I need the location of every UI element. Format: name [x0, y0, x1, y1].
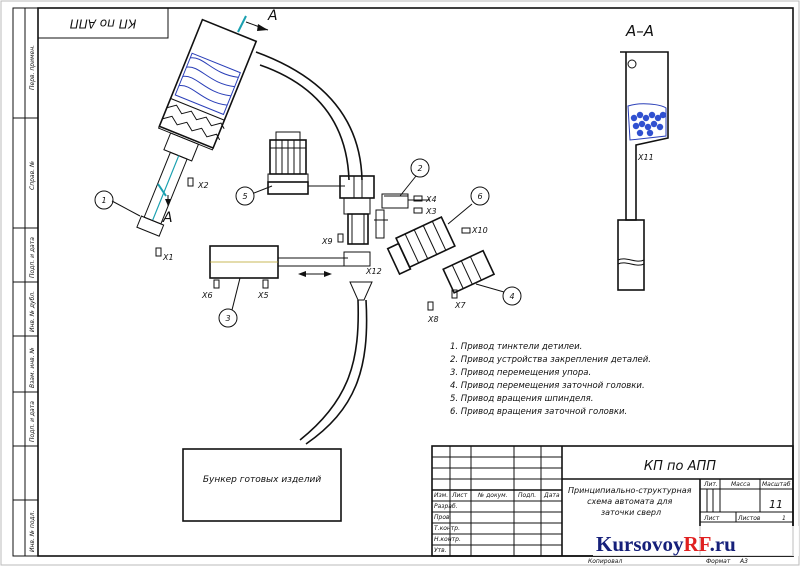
output-chute-a: [299, 299, 360, 441]
output-chute-b: [305, 299, 368, 445]
sensor-x4: X4: [425, 195, 437, 204]
tb-sheet-label: Лист: [703, 515, 720, 522]
legend-line-1: 1. Привод тинктели детилеи.: [450, 342, 582, 352]
legend-line-3: 3. Привод перемещения упора.: [450, 368, 591, 378]
tb-prov: Пров.: [434, 514, 452, 521]
legend-line-6: 6. Привод вращения заточной головки.: [450, 407, 627, 417]
motor-4: [442, 249, 496, 294]
feed-chute-outer: [255, 51, 363, 181]
sensor-x3: X3: [425, 207, 437, 216]
strip-label-1: Справ. №: [29, 161, 36, 190]
callout-3: [218, 308, 238, 328]
watermark-text: KursovoyRF.ru: [596, 532, 736, 556]
sensor-x2: X2: [197, 181, 209, 190]
sensor-x8: X8: [427, 315, 439, 324]
tb-list: Лист: [451, 492, 468, 499]
strip-label-5: Подп. и дата: [29, 401, 36, 442]
sensor-x6: X6: [201, 291, 213, 300]
motor-6: [386, 215, 456, 276]
callout-5: [235, 186, 255, 206]
tb-col-mass: Масса: [731, 481, 750, 488]
sensor-x1: X1: [162, 253, 174, 262]
callout-1: [94, 190, 114, 210]
callout-1-label: 1: [101, 196, 106, 205]
callout-2-label: 2: [417, 164, 422, 173]
output-funnel: [349, 281, 373, 301]
spindle-assembly: [339, 175, 388, 245]
legend: 1. Привод тинктели детилеи. 2. Привод ус…: [450, 342, 651, 417]
drive-2-body: [381, 193, 409, 209]
sensor-x10: X10: [471, 226, 488, 235]
legend-line-4: 4. Привод перемещения заточной головки.: [450, 381, 645, 391]
section-a-a-title: А–А: [625, 22, 654, 40]
strip-label-6: Инв. № подл.: [29, 511, 36, 552]
sensor-x7: X7: [454, 301, 466, 310]
tb-scale-value: 11: [769, 498, 783, 511]
strip-label-2: Подп. и дата: [29, 237, 36, 278]
tb-nkontr: Н.контр.: [434, 536, 461, 543]
top-title-box: КП по АПП: [37, 7, 169, 39]
tb-tkontr: Т.контр.: [434, 525, 460, 532]
tb-doc-title: Принципиально-структурная схема автомата…: [568, 486, 694, 517]
tb-utv: Утв.: [434, 547, 447, 554]
strip-label-0: Перв. примен.: [29, 45, 36, 90]
bunker-label: Бункер готовых изделий: [203, 475, 322, 485]
tb-ndoc: № докум.: [477, 492, 508, 499]
tb-razrab: Разраб.: [434, 503, 458, 510]
sensor-x9: X9: [321, 237, 333, 246]
feed-chute-inner: [259, 64, 350, 181]
watermark: KursovoyRF.ru: [593, 526, 799, 556]
section-arrow-bottom: А: [157, 183, 173, 226]
sensor-x12: X12: [365, 267, 382, 276]
callout-6: [470, 186, 490, 206]
callout-6-label: 6: [477, 192, 482, 201]
section-a-a-view: А–А: [617, 22, 669, 291]
callout-2: [410, 158, 430, 178]
left-binding-strip: Перв. примен. Справ. № Подп. и дата Инв.…: [12, 7, 39, 557]
title-block: Изм. Лист № докум. Подп. Дата Разраб. Пр…: [431, 445, 794, 565]
finished-parts-bunker: Бункер готовых изделий: [182, 448, 342, 522]
legend-line-5: 5. Привод вращения шпинделя.: [450, 394, 593, 404]
tb-kopiroval: Копировал: [588, 558, 622, 565]
sensor-x5: X5: [257, 291, 269, 300]
tb-format-value: А3: [739, 558, 748, 565]
section-arrow-top: А: [237, 8, 278, 33]
tb-col-lit: Лит.: [703, 481, 718, 488]
section-mark-top: А: [267, 8, 278, 24]
tb-col-scale: Масштаб: [762, 481, 791, 488]
top-title-text: КП по АПП: [70, 17, 137, 31]
tb-sheets-value: 1: [782, 515, 786, 522]
sensor-labels: X1 X2 X3 X4 X5 X6 X7 X8 X9 X10 X11 X12: [155, 145, 654, 324]
tb-podp: Подп.: [518, 492, 536, 499]
strip-label-3: Инв. № дубл.: [29, 291, 36, 332]
cylinder-3: [209, 245, 371, 279]
legend-line-2: 2. Привод устройства закрепления деталей…: [450, 355, 651, 365]
tb-doc-code: КП по АПП: [644, 459, 716, 474]
callout-3-label: 3: [225, 314, 230, 323]
section-mark-bottom: А: [162, 210, 173, 226]
sensor-x11: X11: [637, 153, 654, 162]
callout-4: [502, 286, 522, 306]
hopper-assembly: [136, 18, 258, 237]
tb-izm: Изм.: [434, 492, 448, 499]
tb-data: Дата: [543, 492, 560, 499]
tb-sheets-label: Листов: [737, 515, 761, 522]
strip-label-4: Взам. инв. №: [29, 347, 36, 388]
callout-5-label: 5: [242, 192, 247, 201]
tb-format: Формат: [706, 558, 731, 565]
callouts: 1 2 3 4 5 6: [94, 158, 522, 328]
callout-4-label: 4: [509, 292, 514, 301]
